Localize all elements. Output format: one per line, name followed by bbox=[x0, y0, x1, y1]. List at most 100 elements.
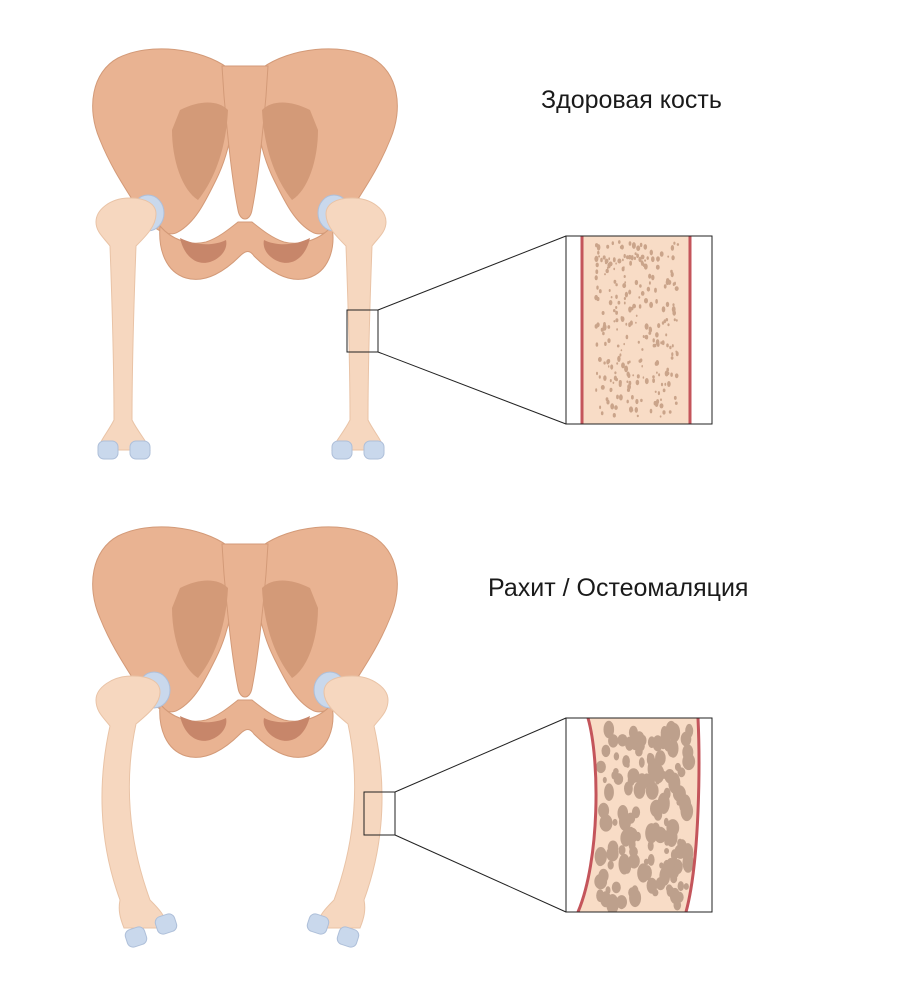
pore bbox=[668, 410, 672, 414]
pore bbox=[655, 299, 658, 304]
pore bbox=[629, 406, 633, 413]
pore bbox=[612, 413, 616, 418]
left-obturator-foramen bbox=[180, 716, 227, 741]
pore bbox=[644, 259, 647, 262]
pore bbox=[611, 241, 614, 246]
pore bbox=[645, 823, 658, 844]
pore bbox=[643, 263, 648, 270]
pore bbox=[656, 750, 666, 766]
pore bbox=[677, 767, 686, 778]
pore bbox=[649, 301, 653, 308]
pore bbox=[673, 899, 682, 911]
pore bbox=[636, 253, 639, 258]
pore bbox=[638, 757, 645, 768]
healthy-zoom-line-top bbox=[377, 235, 567, 311]
pore bbox=[662, 410, 666, 415]
pore bbox=[602, 776, 607, 784]
rickets-cortex-right bbox=[684, 717, 701, 913]
pore bbox=[613, 375, 618, 381]
right-wing-inner bbox=[262, 580, 318, 678]
pore bbox=[634, 407, 638, 413]
pore bbox=[664, 848, 670, 854]
pore bbox=[664, 382, 667, 386]
pore bbox=[662, 388, 666, 393]
pore bbox=[618, 853, 631, 875]
right-knee-cartilage-medial bbox=[331, 440, 353, 460]
pore bbox=[622, 283, 627, 289]
pore bbox=[600, 411, 604, 416]
pore bbox=[624, 781, 633, 796]
pore bbox=[628, 241, 632, 246]
pore bbox=[613, 773, 624, 785]
pore bbox=[666, 367, 669, 372]
healthy-bone-caption: Здоровая кость bbox=[541, 86, 722, 114]
pore bbox=[640, 291, 645, 296]
pore bbox=[660, 341, 663, 345]
pore bbox=[613, 267, 616, 271]
pore bbox=[642, 865, 652, 881]
pore bbox=[671, 352, 674, 357]
rickets-section-frame bbox=[565, 717, 713, 913]
pore bbox=[606, 359, 610, 365]
pore bbox=[625, 762, 630, 768]
pore bbox=[609, 379, 612, 383]
pore bbox=[663, 284, 667, 289]
pore bbox=[639, 242, 643, 248]
pore bbox=[671, 344, 674, 348]
pore bbox=[620, 244, 624, 250]
pore bbox=[665, 333, 668, 337]
pore bbox=[657, 323, 661, 329]
pore bbox=[595, 760, 606, 774]
pore bbox=[669, 723, 681, 743]
left-femur bbox=[95, 197, 157, 451]
left-wing-inner bbox=[172, 102, 228, 200]
pore bbox=[598, 868, 609, 883]
pore bbox=[627, 384, 631, 390]
pore bbox=[607, 338, 611, 343]
rickets-bone-caption: Рахит / Остеомаляция bbox=[488, 574, 749, 602]
pore bbox=[663, 817, 669, 827]
pore bbox=[665, 827, 678, 847]
pore bbox=[673, 395, 677, 400]
pore bbox=[670, 245, 675, 251]
pore bbox=[623, 253, 626, 259]
pore bbox=[652, 378, 655, 383]
pore bbox=[649, 408, 653, 414]
rickets-cortex-left bbox=[576, 717, 598, 913]
pore bbox=[638, 304, 642, 309]
pore bbox=[625, 334, 629, 340]
pore bbox=[628, 853, 640, 869]
pore bbox=[598, 375, 601, 379]
pore bbox=[596, 889, 604, 902]
pore bbox=[624, 291, 629, 298]
pore bbox=[620, 316, 623, 320]
pore bbox=[600, 385, 605, 390]
pore bbox=[676, 243, 680, 246]
pore bbox=[672, 303, 675, 307]
pore bbox=[651, 274, 655, 281]
right-femur-bowed bbox=[315, 675, 389, 929]
pore bbox=[666, 278, 670, 283]
pore bbox=[636, 374, 640, 379]
pore bbox=[649, 249, 653, 256]
pore bbox=[670, 356, 674, 360]
pore bbox=[674, 286, 679, 291]
rickets-pelvis bbox=[92, 526, 398, 758]
pore bbox=[607, 860, 614, 870]
right-knee-cartilage-medial bbox=[306, 913, 330, 935]
pore bbox=[658, 373, 661, 377]
pore bbox=[599, 405, 602, 410]
pore bbox=[666, 884, 673, 893]
pore bbox=[628, 725, 638, 740]
pore bbox=[640, 254, 645, 260]
pore bbox=[610, 364, 614, 370]
pore bbox=[619, 353, 622, 357]
pore bbox=[613, 279, 617, 284]
pore bbox=[663, 787, 671, 800]
pore bbox=[680, 801, 694, 822]
pore bbox=[682, 852, 694, 873]
pore bbox=[598, 255, 601, 258]
pore bbox=[603, 375, 607, 381]
pore bbox=[613, 752, 620, 761]
pore bbox=[604, 273, 606, 276]
